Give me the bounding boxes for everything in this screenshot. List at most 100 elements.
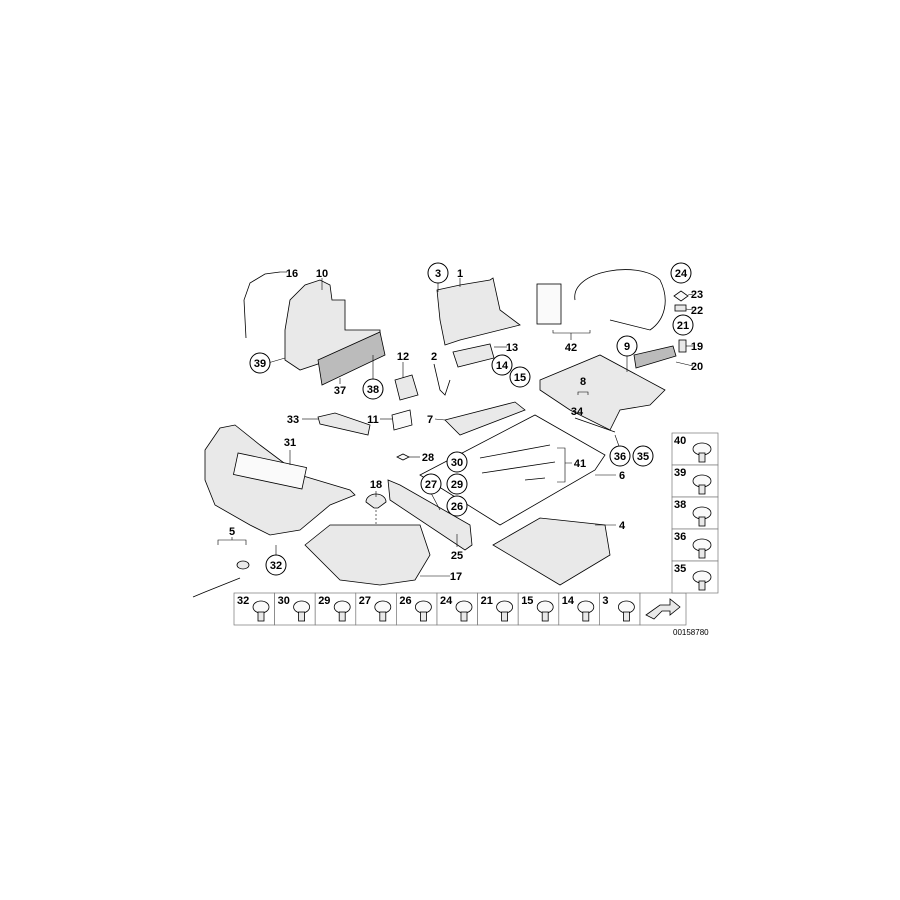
callout-24: 24 [670,262,692,284]
svg-text:29: 29 [451,479,463,491]
svg-text:39: 39 [674,467,686,479]
callout-32: 32 [265,554,287,576]
part-42-bag [536,283,562,325]
svg-text:29: 29 [318,595,330,607]
callout-5: 5 [229,526,235,538]
part-6-mat [419,414,606,526]
callout-13: 13 [506,342,518,354]
callout-8: 8 [580,376,586,388]
part-18-plug [365,493,387,509]
svg-text:10: 10 [316,268,328,280]
callout-4: 4 [619,520,626,532]
svg-text:32: 32 [237,595,249,607]
svg-text:24: 24 [675,268,688,280]
svg-text:30: 30 [451,457,463,469]
svg-text:2: 2 [431,351,437,363]
svg-text:8: 8 [580,376,586,388]
callout-26: 26 [446,495,468,517]
callout-30: 30 [446,451,468,473]
callout-21: 21 [672,314,694,336]
part-11-plate [391,409,413,431]
svg-text:4: 4 [619,520,626,532]
fastener-cell-27: 27 [355,592,397,626]
fastener-cell-29: 29 [314,592,357,626]
callout-14: 14 [491,354,513,376]
part-16-cable [243,271,281,339]
svg-text:9: 9 [624,341,630,353]
callout-37: 37 [334,385,346,397]
svg-text:20: 20 [691,361,703,373]
callout-28: 28 [422,452,434,464]
callout-9: 9 [616,335,638,357]
svg-text:26: 26 [451,501,463,513]
svg-text:17: 17 [450,571,462,583]
svg-text:38: 38 [367,384,379,396]
svg-text:21: 21 [481,595,493,607]
svg-text:38: 38 [674,499,686,511]
fastener-cell-26: 26 [396,592,438,626]
callout-2: 2 [431,351,437,363]
callout-41: 41 [574,458,586,470]
callout-3: 3 [427,262,449,284]
svg-text:41: 41 [574,458,586,470]
part-19 [678,339,687,353]
part-12-holder [394,374,419,401]
svg-text:3: 3 [435,268,441,280]
svg-text:7: 7 [427,414,433,426]
fastener-cell-36: 36 [671,528,719,562]
svg-text:28: 28 [422,452,434,464]
svg-text:14: 14 [562,595,575,607]
callout-18: 18 [370,479,382,491]
part-41-straps [479,444,556,481]
fastener-cell-15: 15 [517,592,560,626]
callout-39: 39 [249,352,271,374]
callout-31: 31 [284,437,296,449]
direction-arrow-icon [645,598,681,620]
arrow-cell [639,592,687,626]
callout-15: 15 [509,366,531,388]
callout-10: 10 [316,268,328,280]
part-13-box [452,343,495,368]
svg-text:16: 16 [286,268,298,280]
svg-text:19: 19 [691,341,703,353]
fastener-cell-40: 40 [671,432,719,466]
svg-text:15: 15 [514,372,526,384]
callout-22: 22 [691,305,703,317]
svg-text:11: 11 [367,414,379,426]
callout-35: 35 [632,445,654,467]
svg-text:42: 42 [565,342,577,354]
callout-25: 25 [451,550,463,562]
svg-text:35: 35 [637,451,649,463]
svg-text:34: 34 [571,406,584,418]
fastener-cell-30: 30 [274,592,316,626]
callout-19: 19 [691,341,703,353]
part-7-trim [444,401,526,436]
svg-text:40: 40 [674,435,686,447]
svg-text:12: 12 [397,351,409,363]
callout-29: 29 [446,473,468,495]
part-23 [673,290,689,302]
svg-text:31: 31 [284,437,296,449]
part-25-sill [387,479,473,551]
part-20-grille [633,345,677,369]
part-33-block [317,412,371,436]
part-9-floor-panel [539,354,666,431]
callout-7: 7 [427,414,433,426]
callout-11: 11 [367,414,379,426]
svg-text:24: 24 [440,595,453,607]
part-4-mat [492,517,611,586]
part-28-pad [396,453,410,461]
fastener-cell-21: 21 [477,592,519,626]
svg-text:36: 36 [674,531,686,543]
svg-text:27: 27 [359,595,371,607]
fastener-cell-38: 38 [671,496,719,530]
svg-text:39: 39 [254,358,266,370]
svg-text:23: 23 [691,289,703,301]
part-17-spare-well [304,524,431,586]
svg-text:27: 27 [425,479,437,491]
callout-23: 23 [691,289,703,301]
svg-text:13: 13 [506,342,518,354]
